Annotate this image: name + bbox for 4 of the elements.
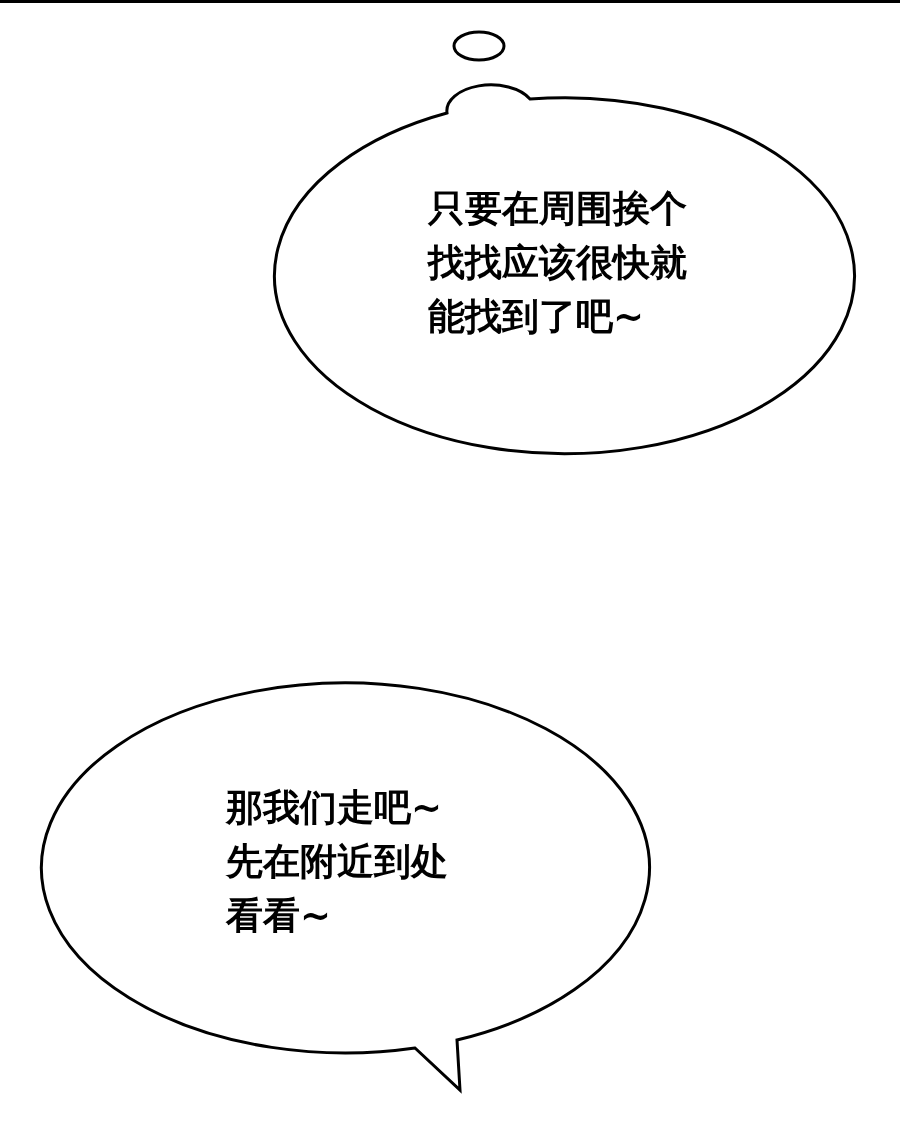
speech-text: 只要在周围挨个找找应该很快就能找到了吧~ — [428, 186, 688, 340]
speech-bubble — [40, 681, 654, 1093]
speech-text: 那我们走吧~先在附近到处看看~ — [226, 785, 449, 939]
thought-circle — [452, 30, 506, 62]
